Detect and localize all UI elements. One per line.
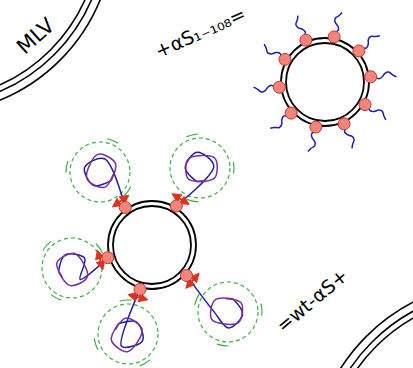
motion-arc [51, 295, 61, 301]
motion-arc [186, 134, 198, 137]
protein-bead [338, 118, 350, 130]
protein-chain-purple [86, 154, 115, 187]
mlv-membrane [319, 289, 413, 368]
motion-arc [120, 300, 132, 301]
protein-tail [254, 85, 276, 92]
motion-arc [140, 360, 150, 366]
mlv-membrane [0, 0, 114, 114]
motion-arc [94, 338, 98, 349]
protein-tail [362, 36, 380, 49]
hydrodynamic-shell [198, 282, 258, 342]
motion-arc [195, 294, 199, 305]
protein-bead [300, 34, 312, 46]
mlv-label: MLV [13, 14, 58, 58]
mlv-membrane [0, 0, 106, 106]
vesicle-inner [113, 206, 191, 284]
protein-bead [365, 71, 377, 83]
protein-tail [308, 131, 315, 152]
protein-tail [375, 72, 397, 79]
protein-bead [134, 283, 146, 295]
motion-arc [124, 186, 131, 196]
protein-bead [285, 107, 297, 119]
vesicle-outer [281, 38, 369, 126]
protein-chain-blue [187, 275, 243, 328]
protein-tail [264, 44, 281, 57]
protein-bead [328, 31, 340, 43]
motion-arc [66, 161, 68, 173]
motion-arc [43, 241, 51, 250]
hydrodynamic-shell [170, 138, 230, 198]
protein-bead [359, 99, 371, 111]
mlv-membrane [325, 295, 413, 368]
protein-bead [119, 202, 131, 214]
protein-chain-purple [186, 156, 218, 182]
protein-chain-purple [111, 318, 142, 352]
motion-arc [217, 344, 229, 346]
protein-bead [273, 81, 285, 93]
protein-bead [279, 53, 291, 65]
protein-tail [345, 127, 355, 148]
protein-bead [181, 269, 193, 281]
protein-bead [310, 121, 322, 133]
vesicle-outer [108, 201, 196, 289]
protein-tail [369, 107, 386, 120]
protein-chain-blue [176, 152, 213, 206]
protein-bead [102, 252, 114, 264]
hydrodynamic-shell [42, 238, 102, 298]
hydrodynamic-shell [98, 304, 158, 364]
motion-arc [261, 304, 262, 316]
alpha-syn-wt-label: =wt-αS+ [273, 265, 351, 335]
vesicle-inner [286, 43, 364, 121]
alpha-syn-truncated-label: +αS₁₋₁₀₈= [152, 4, 248, 61]
protein-bead [170, 200, 182, 212]
protein-tail [335, 12, 342, 33]
protein-chain-purple [211, 298, 243, 324]
motion-arc [233, 162, 235, 174]
motion-arc [107, 139, 118, 143]
protein-chain-purple [57, 253, 88, 286]
protein-tail [296, 16, 306, 37]
protein-tail [270, 116, 288, 129]
protein-bead [353, 45, 365, 57]
motion-arc [187, 199, 199, 202]
